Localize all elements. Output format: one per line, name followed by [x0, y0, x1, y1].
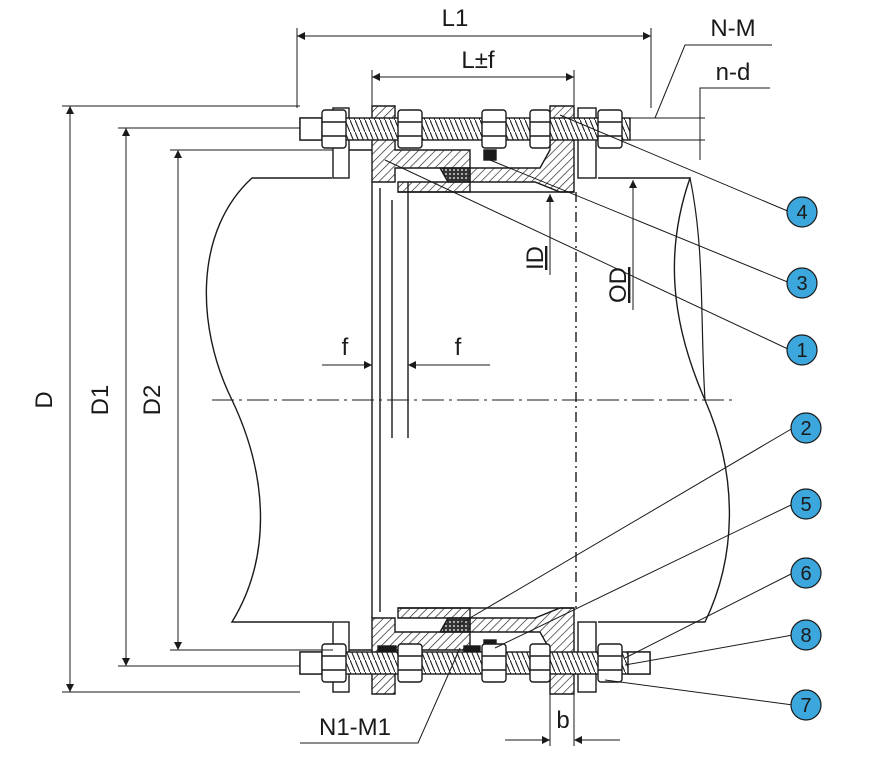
callout-leaders [384, 114, 794, 706]
dim-L1 [296, 28, 652, 108]
label-D1: D1 [87, 385, 114, 416]
label-ID: ID [522, 246, 549, 270]
svg-text:6: 6 [800, 563, 811, 585]
seal-ring [438, 167, 471, 633]
callout-4: 4 [786, 196, 818, 228]
callout-7: 7 [790, 689, 822, 721]
svg-text:8: 8 [800, 625, 811, 647]
callout-6: 6 [790, 557, 822, 589]
label-nd: n-d [716, 59, 751, 86]
svg-text:4: 4 [796, 202, 807, 224]
callout-5: 5 [790, 488, 822, 520]
svg-text:7: 7 [800, 695, 811, 717]
bottom-tie-rod [299, 643, 651, 683]
label-NM: N-M [710, 15, 755, 42]
callout-3: 3 [786, 267, 818, 299]
label-Lf: L±f [461, 47, 495, 74]
svg-text:5: 5 [800, 494, 811, 516]
label-f-left: f [342, 334, 349, 361]
gland-flange [371, 105, 471, 695]
callout-1: 1 [786, 334, 818, 366]
dim-D [62, 105, 300, 693]
label-OD: OD [605, 267, 632, 303]
svg-text:1: 1 [796, 340, 807, 362]
label-D2: D2 [139, 385, 166, 416]
label-b: b [556, 707, 569, 734]
label-N1M1: N1-M1 [319, 714, 391, 741]
leader-N1M1 [300, 647, 461, 744]
sleeve-flange [397, 105, 575, 695]
callout-8: 8 [790, 619, 822, 651]
label-f-right: f [455, 334, 462, 361]
svg-text:3: 3 [796, 273, 807, 295]
dim-f [322, 330, 490, 440]
dim-D2 [170, 149, 333, 651]
top-tie-rod [299, 109, 631, 149]
leader-nd [622, 87, 770, 160]
label-L1: L1 [442, 5, 469, 32]
callout-2: 2 [790, 412, 822, 444]
dim-Lf [371, 70, 575, 106]
gasket [377, 149, 497, 657]
dim-D1 [118, 127, 300, 667]
label-D: D [31, 391, 58, 408]
dim-b [505, 694, 620, 746]
leader-NM [654, 44, 772, 119]
svg-text:2: 2 [800, 418, 811, 440]
